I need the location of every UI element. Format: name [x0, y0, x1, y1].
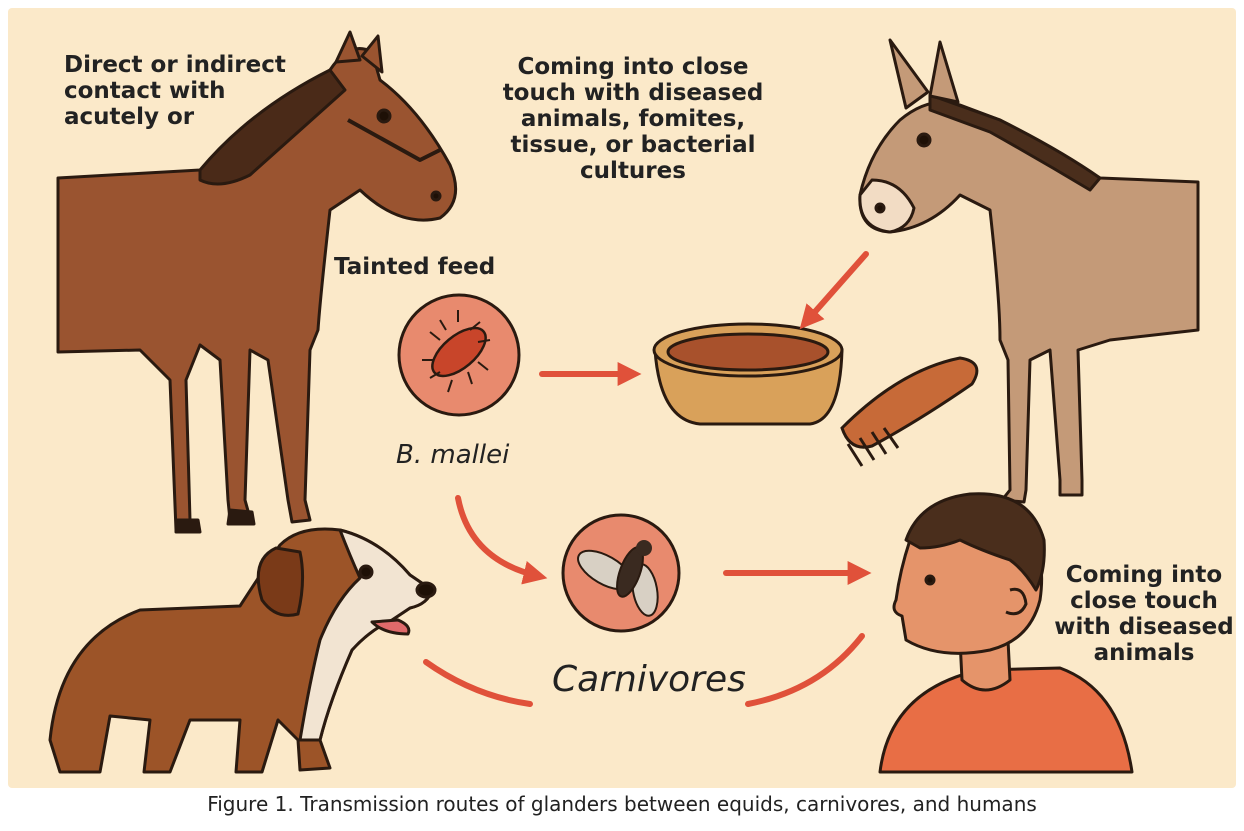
arc-carnivores-to-human [748, 636, 862, 704]
arrow-donkey-to-feed [806, 254, 866, 322]
horse-route-label: Direct or indirect contact with acutely … [64, 52, 286, 130]
arc-dog-to-carnivores [426, 662, 530, 704]
dog-icon [50, 529, 435, 772]
donkey-icon [860, 40, 1198, 502]
donkey-route-label: Coming into close touch with diseased an… [488, 54, 778, 184]
feed-bowl-icon [654, 324, 842, 424]
tainted-feed-label: Tainted feed [334, 254, 495, 280]
fly-icon [563, 515, 679, 631]
human-route-label: Coming into close touch with diseased an… [1054, 562, 1234, 666]
arrow-bacterium-to-fly [458, 498, 538, 576]
b-mallei-label: B. mallei [396, 442, 509, 468]
bacterium-icon [399, 295, 519, 415]
figure-caption: Figure 1. Transmission routes of glander… [0, 792, 1244, 816]
carnivores-label: Carnivores [552, 660, 746, 700]
brush-icon [842, 358, 977, 466]
